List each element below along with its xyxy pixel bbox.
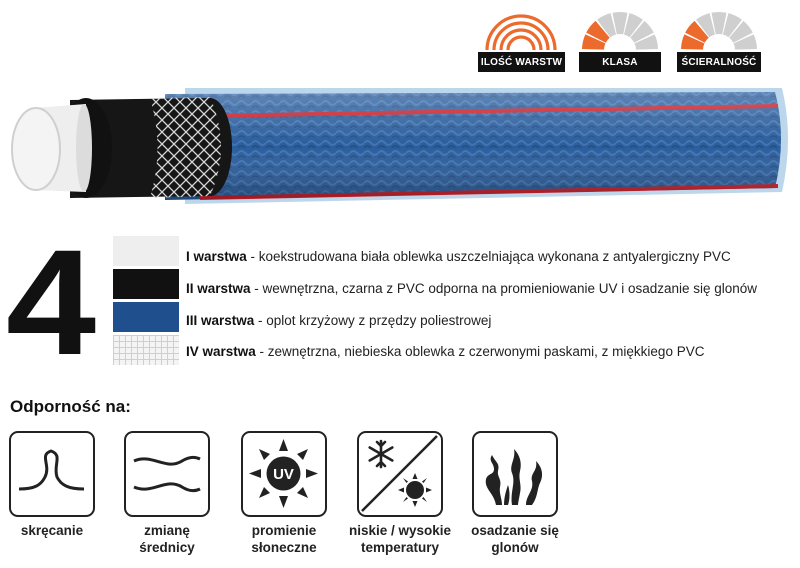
gauge-segment — [696, 13, 716, 38]
layer-name: III warstwa — [186, 313, 255, 328]
swatch-black-layer — [113, 269, 179, 299]
resistance-caption: skręcanie — [20, 523, 84, 538]
gauge-segment — [681, 34, 705, 50]
swatch-blue-layer — [113, 302, 179, 332]
layer-count: 4 — [6, 218, 97, 386]
white-inner-layer — [11, 107, 61, 191]
resistance-diameter — [124, 431, 210, 517]
layer-desc: - oplot krzyżowy z przędzy poliestrowej — [254, 313, 492, 328]
twist-loop-icon — [18, 449, 85, 491]
gauge-segment — [586, 20, 610, 43]
gauge-segment — [722, 13, 742, 38]
rating-label: ŚCIERALNOŚĆ — [677, 52, 761, 72]
resistance-uv: UV — [241, 431, 327, 517]
snowflake-sun-icon — [361, 435, 438, 512]
gauge-segment — [597, 13, 617, 38]
hose-cross-section-illustration — [11, 88, 788, 204]
swatch-mesh-layer — [113, 335, 179, 365]
layers-rating-icon — [485, 14, 557, 51]
class-rating-gauge-icon — [582, 11, 658, 50]
layer-row-1: I warstwa - koekstrudowana biała oblewka… — [186, 249, 731, 264]
layer-row-2: II warstwa - wewnętrzna, czarna z PVC od… — [186, 281, 757, 296]
swatch-white-layer — [113, 236, 179, 266]
gauge-segment — [612, 11, 628, 35]
abrasion-rating-gauge-icon — [681, 11, 757, 50]
gauge-segment — [685, 20, 709, 43]
layer-desc: - zewnętrzna, niebieska oblewka z czerwo… — [255, 344, 705, 359]
resistance-title: Odporność na: — [10, 397, 131, 416]
resistance-temperature — [357, 431, 443, 517]
gauge-segment — [634, 34, 658, 50]
diameter-change-icon — [133, 455, 201, 493]
snowflake-icon — [368, 439, 394, 469]
resistance-algae — [472, 431, 558, 517]
gauge-segment — [623, 13, 643, 38]
algae-icon — [485, 449, 543, 505]
gauge-segment — [582, 34, 606, 50]
sun-icon — [398, 473, 432, 507]
gauge-segment — [733, 34, 757, 50]
layer-desc: - wewnętrzna, czarna z PVC odporna na pr… — [250, 281, 758, 296]
layer-row-3: III warstwa - oplot krzyżowy z przędzy p… — [186, 313, 491, 328]
uv-sun-icon: UV — [249, 439, 318, 508]
gauge-segment — [630, 20, 654, 43]
rating-label: ILOŚĆ WARSTW — [478, 52, 565, 72]
gauge-segment — [711, 11, 727, 35]
layer-desc: - koekstrudowana biała oblewka uszczelni… — [246, 249, 731, 264]
svg-text:UV: UV — [273, 466, 294, 483]
layer-name: I warstwa — [186, 249, 247, 264]
resistance-twist — [9, 431, 95, 517]
layer-name: IV warstwa — [186, 344, 256, 359]
layer-row-4: IV warstwa - zewnętrzna, niebieska oblew… — [186, 344, 704, 359]
gauge-segment — [729, 20, 753, 43]
rating-label: KLASA — [579, 52, 661, 72]
layer-name: II warstwa — [186, 281, 251, 296]
